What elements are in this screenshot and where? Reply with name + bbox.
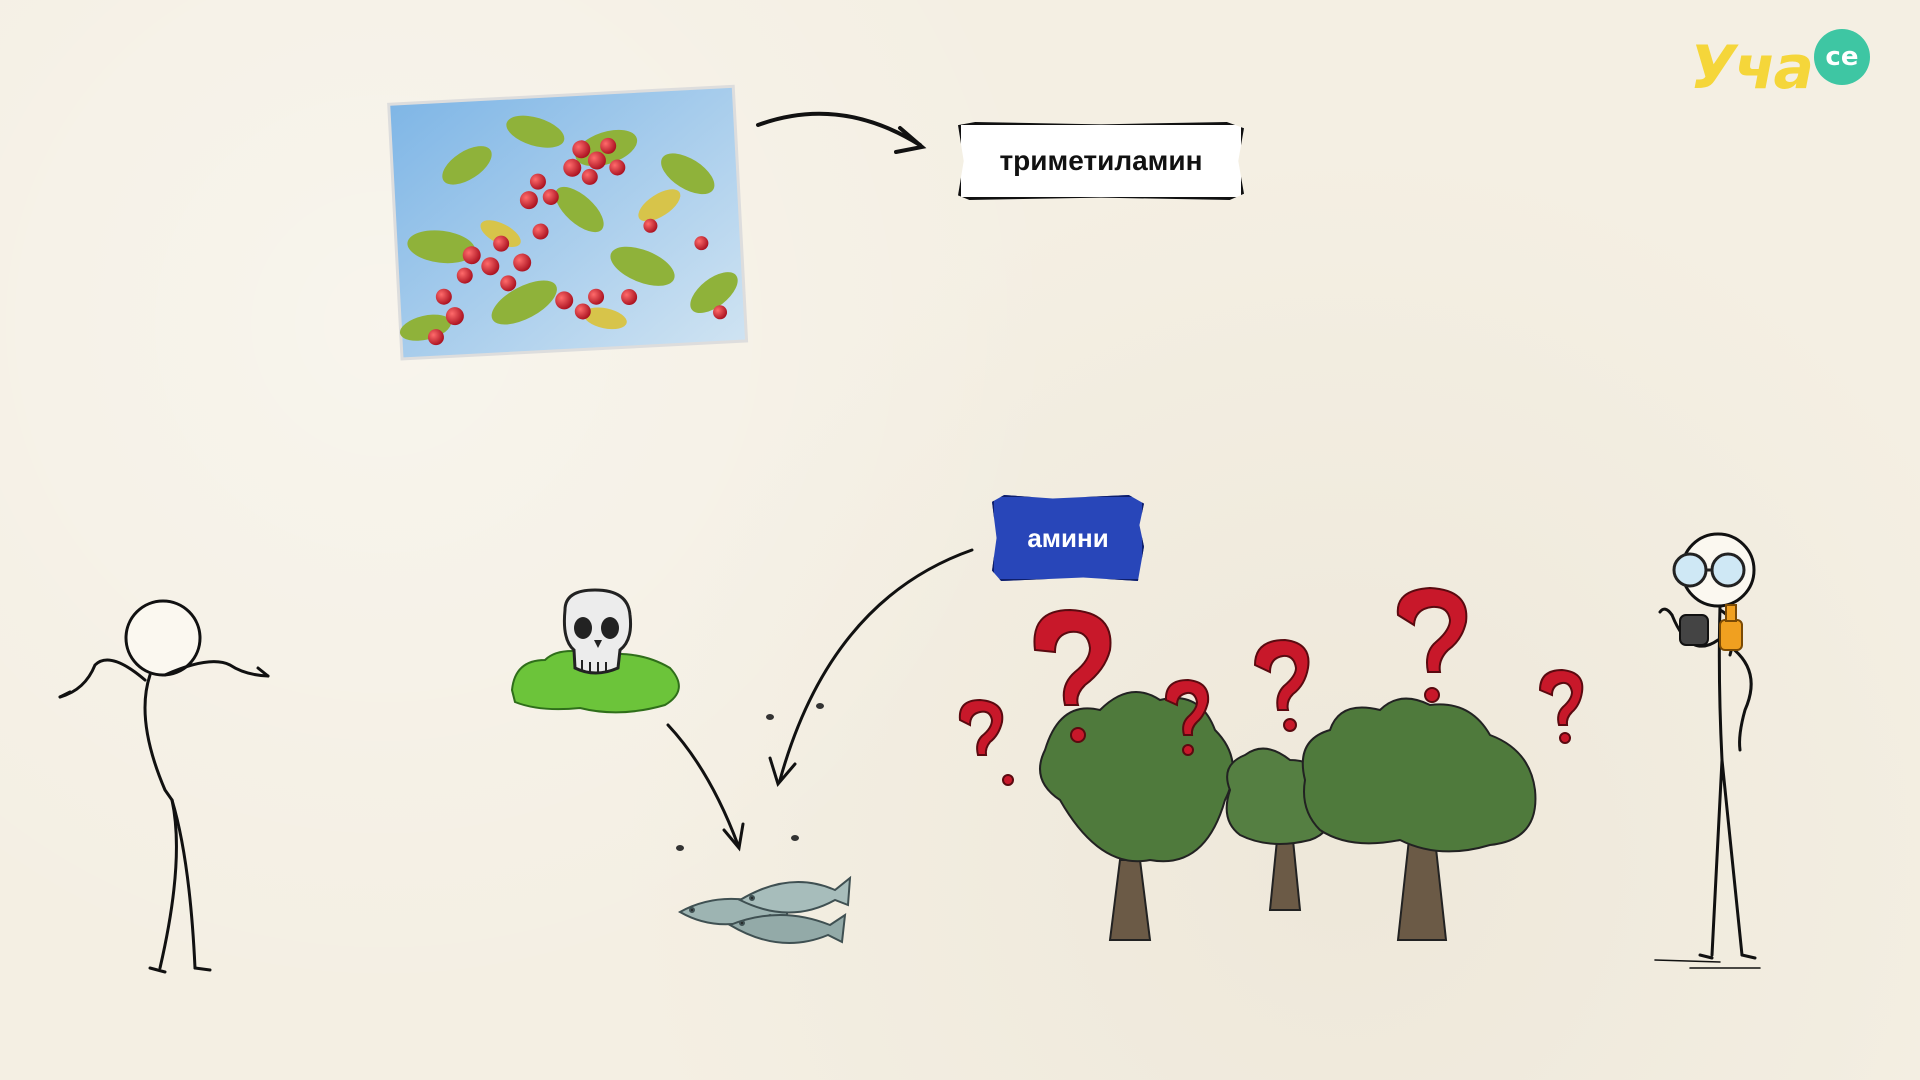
amines-text: амини [1027,522,1109,553]
logo-text: Уча [1690,33,1814,103]
logo-badge: се [1813,29,1870,85]
perfume-bottle-icon [1679,604,1743,651]
trimethylamine-text: триметиламин [999,145,1203,176]
glasses-icon [1672,552,1746,588]
skull-icon [510,588,680,714]
brand-logo: Уча се [1690,28,1890,108]
stick-figure [58,599,270,974]
flies-icon [676,703,824,851]
fish-icon [677,875,852,944]
stick-figure [1654,532,1761,969]
amines-label: амини [992,495,1144,581]
tree-icon [1301,697,1537,941]
arrow-icon [666,723,745,852]
arrow-icon [768,548,974,788]
question-mark-icon [958,586,1584,786]
tree-icon [1039,691,1234,941]
trimethylamine-label: триметиламин [958,122,1244,200]
arrow-icon [756,111,927,154]
logo-badge-text: се [1825,42,1859,72]
berries-photo [387,84,749,361]
